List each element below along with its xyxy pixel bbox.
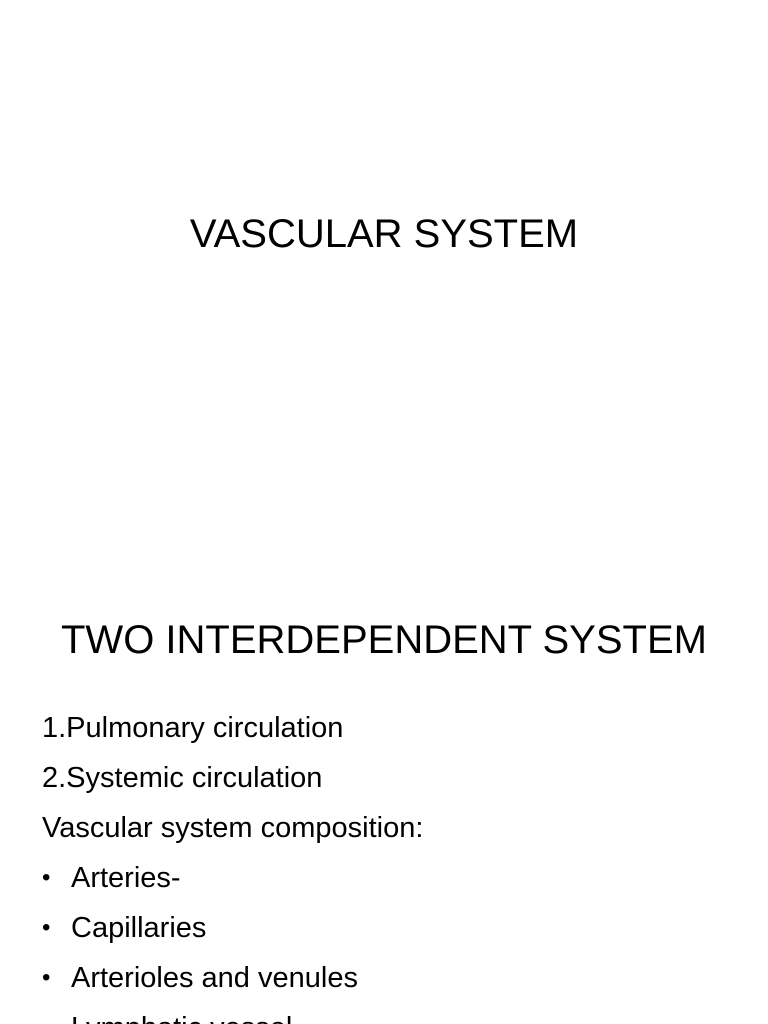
slide-2: TWO INTERDEPENDENT SYSTEM 1.Pulmonary ci… [0,580,768,1024]
slide-1-title: VASCULAR SYSTEM [189,212,579,256]
bullet-item-arteries: Arteries- [42,856,742,906]
bullet-item-capillaries: Capillaries [42,906,742,956]
list-item-systemic-circulation: 2.Systemic circulation [42,762,323,794]
slide-2-content-list: 1.Pulmonary circulation 2.Systemic circu… [42,706,742,1024]
list-item-pulmonary-circulation: 1.Pulmonary circulation [42,712,344,744]
slide-1: VASCULAR SYSTEM [189,212,579,256]
list-item-composition-heading: Vascular system composition: [42,812,424,844]
slide-2-title: TWO INTERDEPENDENT SYSTEM [61,618,707,662]
bullet-item-arterioles-venules: Arterioles and venules [42,956,742,1006]
bullet-item-lymphatic-vessel: Lymphatic vessel [42,1006,742,1024]
